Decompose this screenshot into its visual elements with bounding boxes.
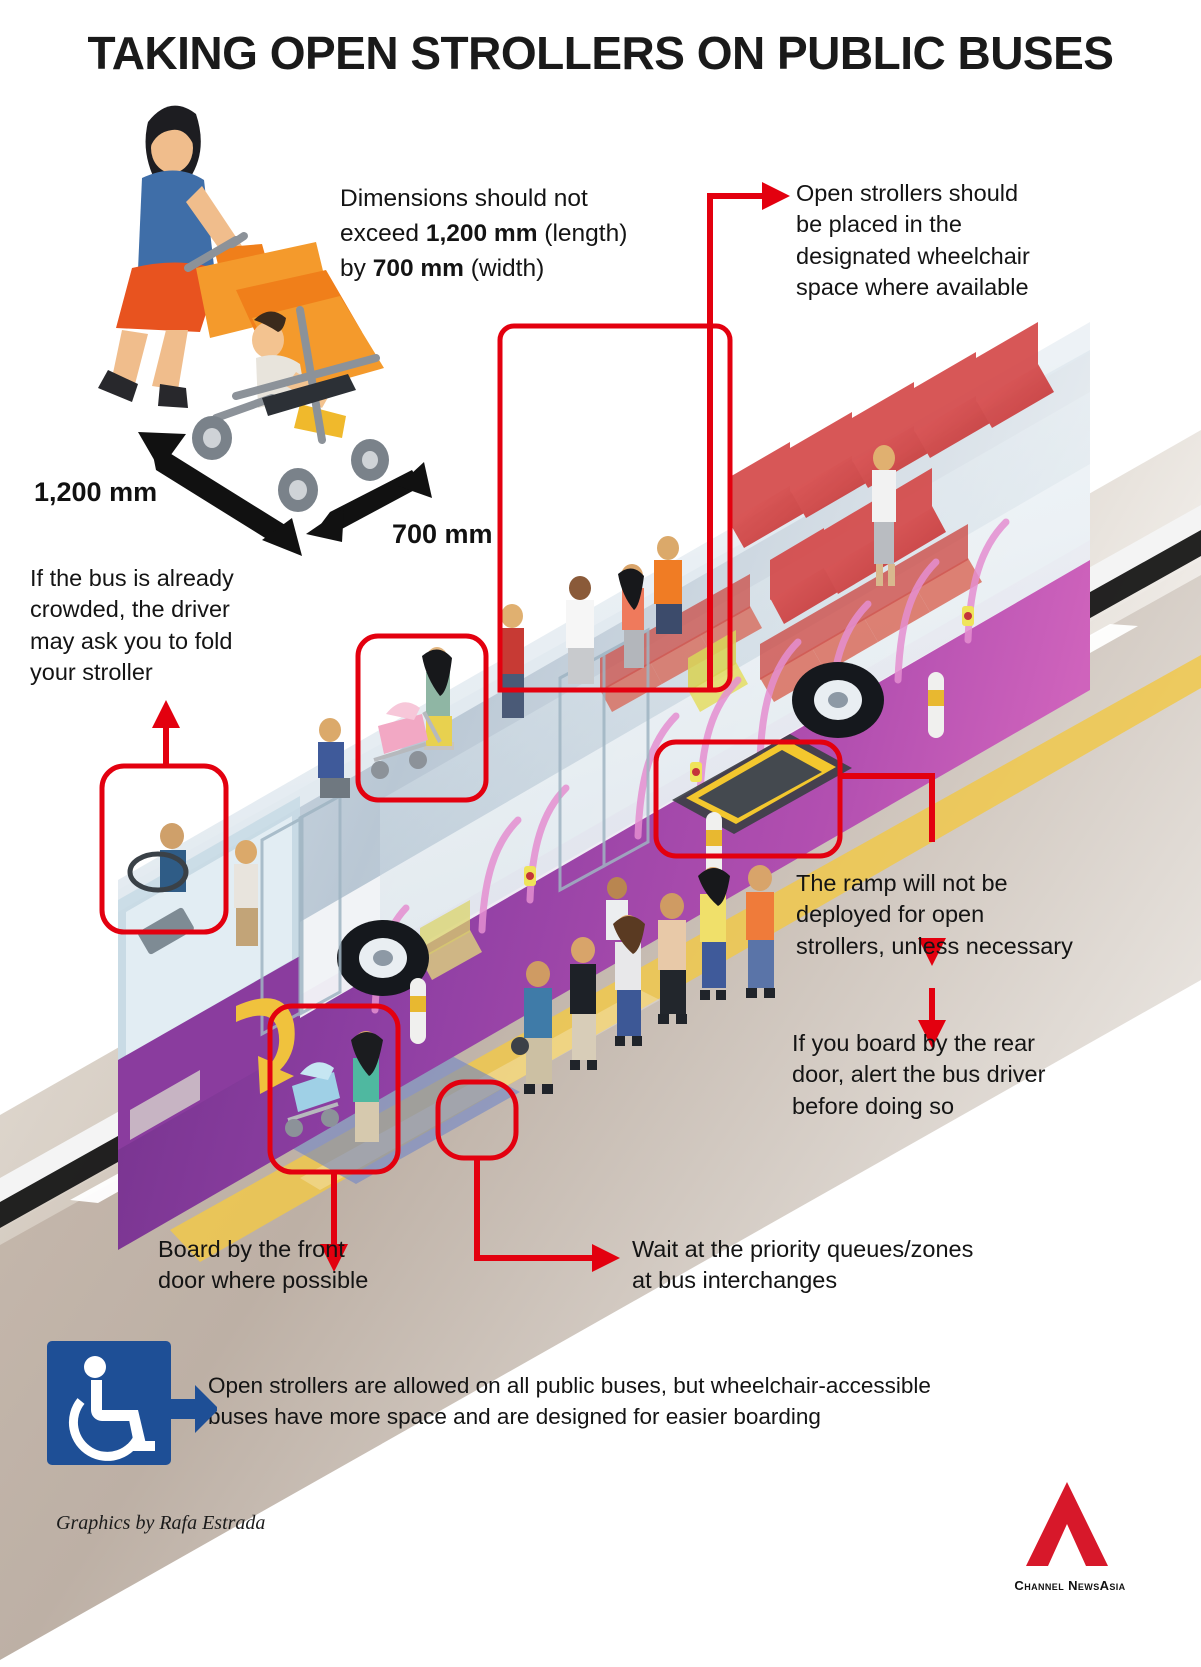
dimensions-line-1: Dimensions should not bbox=[340, 185, 588, 212]
callout-ramp-not-deployed: The ramp will not be deployed for open s… bbox=[796, 868, 1116, 962]
brand-name: Channel NewsAsia bbox=[1014, 1578, 1126, 1593]
width-dimension-label: 700 mm bbox=[392, 519, 493, 549]
callout-priority-queue-line-2: at bus interchanges bbox=[632, 1267, 838, 1294]
callout-priority-queue-line-1: Wait at the priority queues/zones bbox=[632, 1236, 974, 1262]
page-title: TAKING OPEN STROLLERS ON PUBLIC BUSES bbox=[87, 27, 1114, 79]
dimensions-line-3-post: (width) bbox=[463, 254, 545, 282]
dimensions-line-3: by 700 mm (width) bbox=[340, 252, 700, 287]
callout-front-door-board: Board by the front door where possible bbox=[158, 1234, 438, 1297]
callout-crowded-fold-line-3: may ask you to fold bbox=[30, 627, 233, 654]
footer-accessibility-line-1: Open strollers are allowed on all public… bbox=[208, 1373, 931, 1398]
wheelchair-access-icon bbox=[47, 1341, 219, 1473]
callout-crowded-fold-line-4: your stroller bbox=[30, 658, 153, 685]
callout-rear-door-alert: If you board by the rear door, alert the… bbox=[792, 1028, 1112, 1122]
channel-newsasia-logo bbox=[1012, 1478, 1122, 1579]
callout-wheelchair-space-line-2: be placed in the bbox=[796, 211, 962, 238]
callout-ramp-line-2: deployed for open bbox=[796, 901, 985, 928]
callout-crowded-fold-line-2: crowded, the driver bbox=[30, 596, 230, 623]
footer-accessibility-note: Open strollers are allowed on all public… bbox=[208, 1370, 1088, 1432]
callout-wheelchair-space-line-4: space where available bbox=[796, 273, 1029, 300]
dimensions-length-value: 1,200 mm bbox=[425, 219, 538, 247]
callout-rear-door-line-3: before doing so bbox=[792, 1092, 955, 1119]
callout-rear-door-line-2: door, alert the bus driver bbox=[792, 1061, 1046, 1088]
callout-rear-door-line-1: If you board by the rear bbox=[792, 1030, 1035, 1056]
dimensions-line-3-pre: by bbox=[340, 254, 373, 282]
callout-wheelchair-space-line-3: designated wheelchair bbox=[796, 242, 1030, 269]
callout-wheelchair-space-line-1: Open strollers should bbox=[796, 180, 1019, 206]
footer-accessibility-line-2: buses have more space and are designed f… bbox=[208, 1404, 821, 1430]
callout-front-door-line-2: door where possible bbox=[158, 1267, 369, 1294]
graphics-credit: Graphics by Rafa Estrada bbox=[56, 1512, 266, 1534]
callout-wheelchair-space: Open strollers should be placed in the d… bbox=[796, 178, 1096, 303]
dimensions-note: Dimensions should not exceed 1,200 mm (l… bbox=[340, 182, 700, 286]
callout-priority-queue: Wait at the priority queues/zones at bus… bbox=[632, 1234, 1052, 1297]
dimensions-width-value: 700 mm bbox=[372, 254, 464, 282]
callout-ramp-line-1: The ramp will not be bbox=[796, 870, 1008, 896]
dimensions-line-2-pre: exceed bbox=[340, 219, 426, 247]
length-dimension-label: 1,200 mm bbox=[34, 477, 158, 507]
callout-crowded-fold-line-1: If the bus is already bbox=[30, 565, 234, 591]
callout-front-door-line-1: Board by the front bbox=[158, 1236, 345, 1262]
callout-ramp-line-3: strollers, unless necessary bbox=[796, 932, 1073, 959]
dimensions-line-2-post: (length) bbox=[537, 219, 628, 247]
dimensions-line-2: exceed 1,200 mm (length) bbox=[340, 217, 700, 252]
callout-crowded-fold: If the bus is already crowded, the drive… bbox=[30, 563, 300, 688]
